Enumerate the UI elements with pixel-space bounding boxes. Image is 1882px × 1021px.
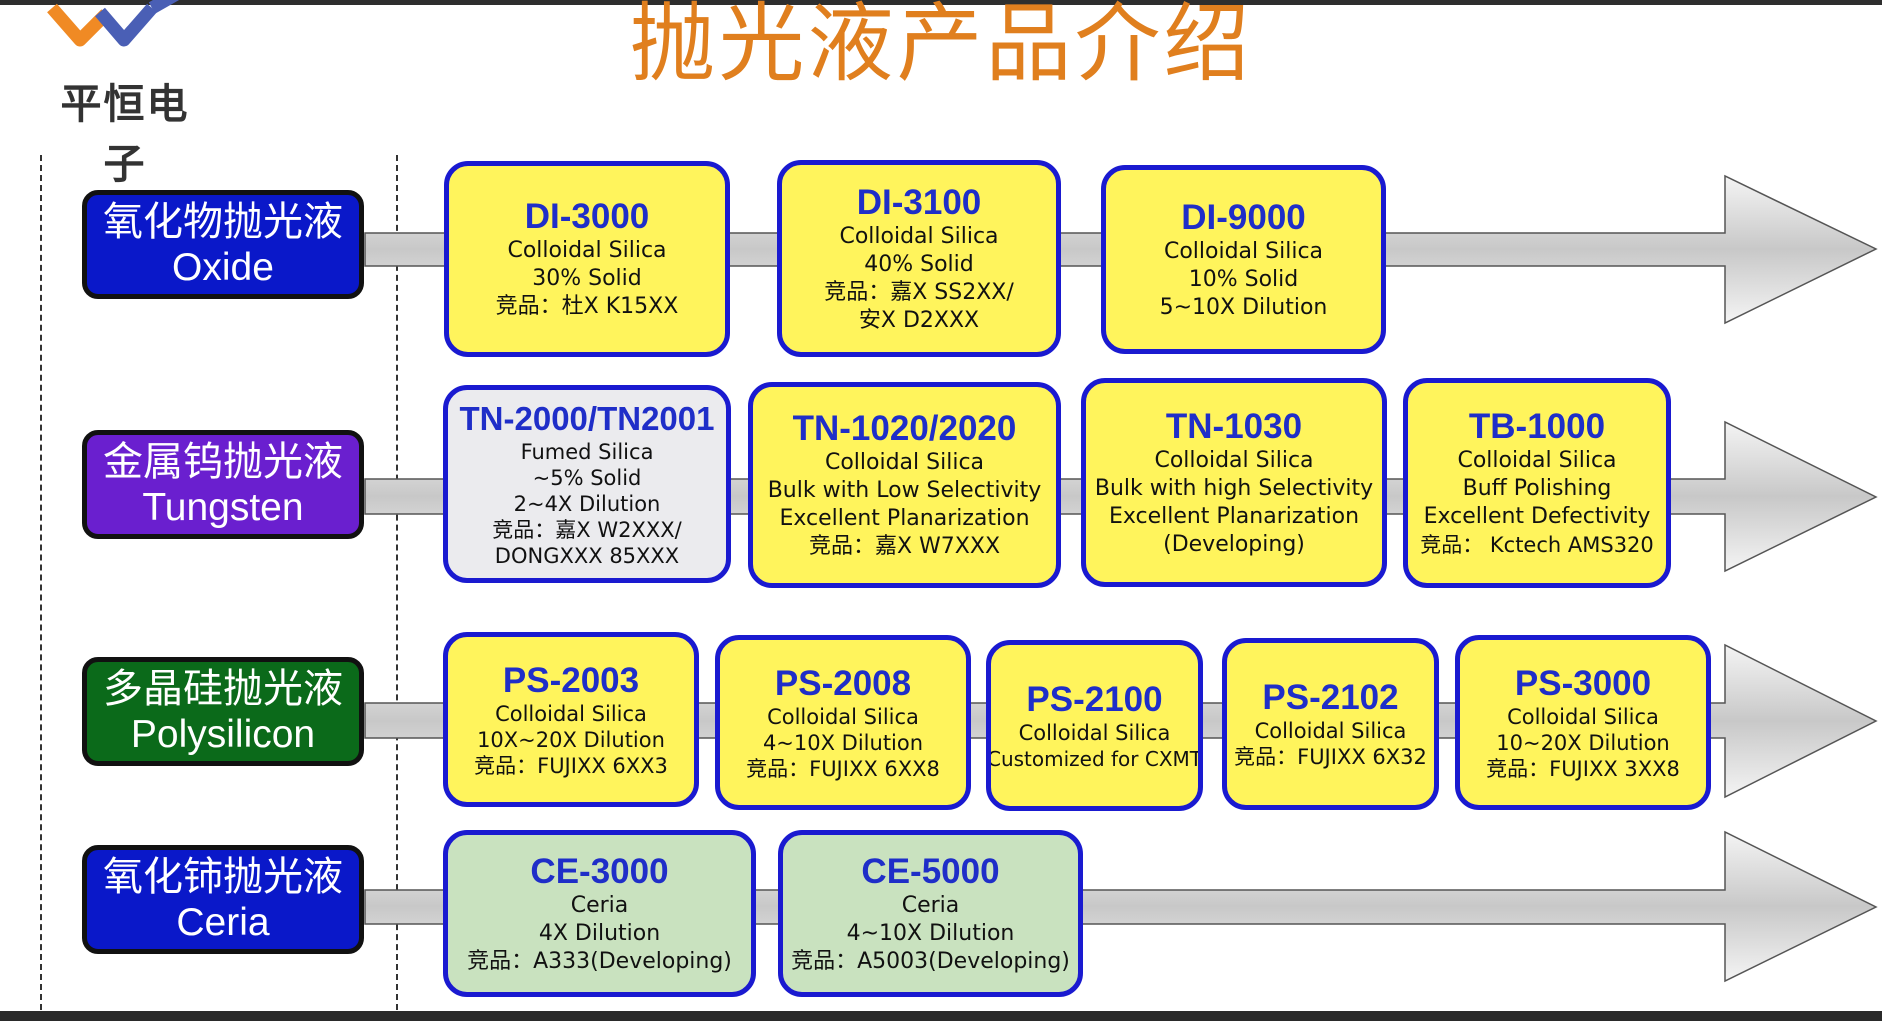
category-ceria: 氧化铈抛光液 Ceria xyxy=(82,845,364,954)
logo-text: 平恒电子 xyxy=(60,80,190,188)
product-code: PS-2100 xyxy=(1026,679,1163,719)
product-detail: 竞品：杜X K15XX xyxy=(495,294,679,319)
guide-line-right xyxy=(396,155,398,1010)
product-detail: Ceria xyxy=(570,892,629,918)
category-en: Ceria xyxy=(176,900,270,944)
product-code: DI-9000 xyxy=(1181,197,1306,237)
product-detail: 10% Solid xyxy=(1188,266,1299,292)
product-card-di-9000: DI-9000 Colloidal Silica 10% Solid 5~10X… xyxy=(1101,165,1386,354)
product-code: PS-2102 xyxy=(1262,678,1399,717)
category-en: Polysilicon xyxy=(130,712,316,756)
product-code: TN-1020/2020 xyxy=(792,409,1017,448)
bottom-border xyxy=(0,1011,1882,1021)
product-card-ps-2003: PS-2003 Colloidal Silica 10X~20X Dilutio… xyxy=(443,632,699,807)
product-detail: 竞品：嘉X W2XXX/ xyxy=(492,518,682,542)
product-detail: Colloidal Silica xyxy=(1457,448,1617,473)
product-card-ps-2100: PS-2100 Colloidal Silica Customized for … xyxy=(986,640,1203,811)
product-card-ps-3000: PS-3000 Colloidal Silica 10~20X Dilution… xyxy=(1455,635,1711,810)
product-code: DI-3000 xyxy=(524,197,650,236)
product-detail: Colloidal Silica xyxy=(1507,704,1659,729)
product-card-ce-5000: CE-5000 Ceria 4~10X Dilution 竞品：A5003(De… xyxy=(778,830,1083,997)
product-code: PS-2003 xyxy=(502,660,640,700)
product-card-tb-1000: TB-1000 Colloidal Silica Buff Polishing … xyxy=(1403,378,1671,588)
product-detail: Fumed Silica xyxy=(520,440,654,464)
product-card-ps-2102: PS-2102 Colloidal Silica 竞品：FUJIXX 6X32 xyxy=(1222,638,1439,810)
product-detail: Colloidal Silica xyxy=(839,223,999,249)
product-detail: Bulk with high Selectivity xyxy=(1094,475,1374,501)
product-detail: Colloidal Silica xyxy=(1154,447,1314,473)
product-detail: 竞品：FUJIXX 6XX3 xyxy=(474,753,668,778)
category-zh: 多晶硅抛光液 xyxy=(103,665,343,712)
product-detail: Colloidal Silica xyxy=(824,450,985,475)
product-detail: Customized for CXMT xyxy=(986,746,1203,771)
product-detail: 安X D2XXX xyxy=(858,307,980,333)
product-code: PS-3000 xyxy=(1514,663,1652,703)
product-detail: 10~20X Dilution xyxy=(1496,730,1670,755)
product-detail: 竞品：FUJIXX 6XX8 xyxy=(746,756,940,781)
product-code: TB-1000 xyxy=(1468,407,1606,446)
product-detail: Ceria xyxy=(901,892,960,918)
product-detail: Colloidal Silica xyxy=(495,701,647,726)
product-detail: 竞品：嘉X SS2XX/ xyxy=(824,279,1014,305)
product-detail: 竞品：FUJIXX 6X32 xyxy=(1234,745,1427,769)
product-detail: Excellent Planarization xyxy=(1108,503,1360,529)
product-detail: 竞品：A333(Developing) xyxy=(467,948,732,974)
category-en: Oxide xyxy=(172,245,274,289)
product-code: CE-3000 xyxy=(530,851,669,891)
product-code: DI-3100 xyxy=(856,182,982,222)
product-detail: 竞品：A5003(Developing) xyxy=(791,948,1070,974)
product-detail: 竞品：嘉X W7XXX xyxy=(808,534,1001,559)
product-detail: 竞品： Kctech AMS320 xyxy=(1420,533,1654,557)
category-zh: 金属钨抛光液 xyxy=(103,438,343,485)
category-tungsten: 金属钨抛光液 Tungsten xyxy=(82,430,364,539)
product-detail: 竞品：FUJIXX 3XX8 xyxy=(1486,756,1680,781)
product-detail: 4X Dilution xyxy=(538,920,661,946)
company-logo: 平恒电子 xyxy=(40,0,210,188)
product-detail: Bulk with Low Selectivity xyxy=(767,478,1042,503)
product-card-tn-1020: TN-1020/2020 Colloidal Silica Bulk with … xyxy=(748,382,1061,588)
product-detail: 4~10X Dilution xyxy=(846,920,1015,946)
product-detail: Excellent Planarization xyxy=(779,506,1030,531)
product-code: TN-1030 xyxy=(1165,406,1303,446)
product-detail: Colloidal Silica xyxy=(1254,719,1407,743)
product-code: CE-5000 xyxy=(861,851,1000,891)
product-detail: 10X~20X Dilution xyxy=(477,727,665,752)
product-detail: Colloidal Silica xyxy=(1018,720,1171,745)
product-detail: Colloidal Silica xyxy=(507,238,667,263)
product-detail: 5~10X Dilution xyxy=(1159,294,1328,320)
product-detail: Excellent Defectivity xyxy=(1423,504,1651,529)
category-zh: 氧化物抛光液 xyxy=(103,198,343,245)
product-card-tn-1030: TN-1030 Colloidal Silica Bulk with high … xyxy=(1081,378,1387,587)
product-detail: 4~10X Dilution xyxy=(762,730,924,755)
logo-mark-icon xyxy=(47,0,180,47)
product-detail: Colloidal Silica xyxy=(767,704,919,729)
guide-line-left xyxy=(40,155,42,1010)
product-code: TN-2000/TN2001 xyxy=(459,400,715,437)
category-oxide: 氧化物抛光液 Oxide xyxy=(82,190,364,299)
product-card-tn-2000: TN-2000/TN2001 Fumed Silica ~5% Solid 2~… xyxy=(443,385,731,583)
product-detail: 40% Solid xyxy=(864,251,974,277)
product-card-ps-2008: PS-2008 Colloidal Silica 4~10X Dilution … xyxy=(715,635,971,810)
product-card-di-3000: DI-3000 Colloidal Silica 30% Solid 竞品：杜X… xyxy=(444,161,730,357)
product-card-di-3100: DI-3100 Colloidal Silica 40% Solid 竞品：嘉X… xyxy=(777,160,1061,357)
top-border xyxy=(0,0,1882,5)
category-polysilicon: 多晶硅抛光液 Polysilicon xyxy=(82,657,364,766)
product-detail: DONGXXX 85XXX xyxy=(494,544,680,568)
category-en: Tungsten xyxy=(142,485,304,529)
product-detail: ~5% Solid xyxy=(532,466,642,490)
product-detail: Colloidal Silica xyxy=(1163,238,1324,264)
product-detail: 30% Solid xyxy=(532,266,642,291)
page-title: 抛光液产品介绍 xyxy=(629,0,1253,94)
product-code: PS-2008 xyxy=(774,663,912,703)
product-detail: (Developing) xyxy=(1163,531,1305,557)
product-card-ce-3000: CE-3000 Ceria 4X Dilution 竞品：A333(Develo… xyxy=(443,830,756,997)
category-zh: 氧化铈抛光液 xyxy=(103,853,343,900)
product-detail: Buff Polishing xyxy=(1462,476,1612,501)
product-detail: 2~4X Dilution xyxy=(513,492,661,516)
